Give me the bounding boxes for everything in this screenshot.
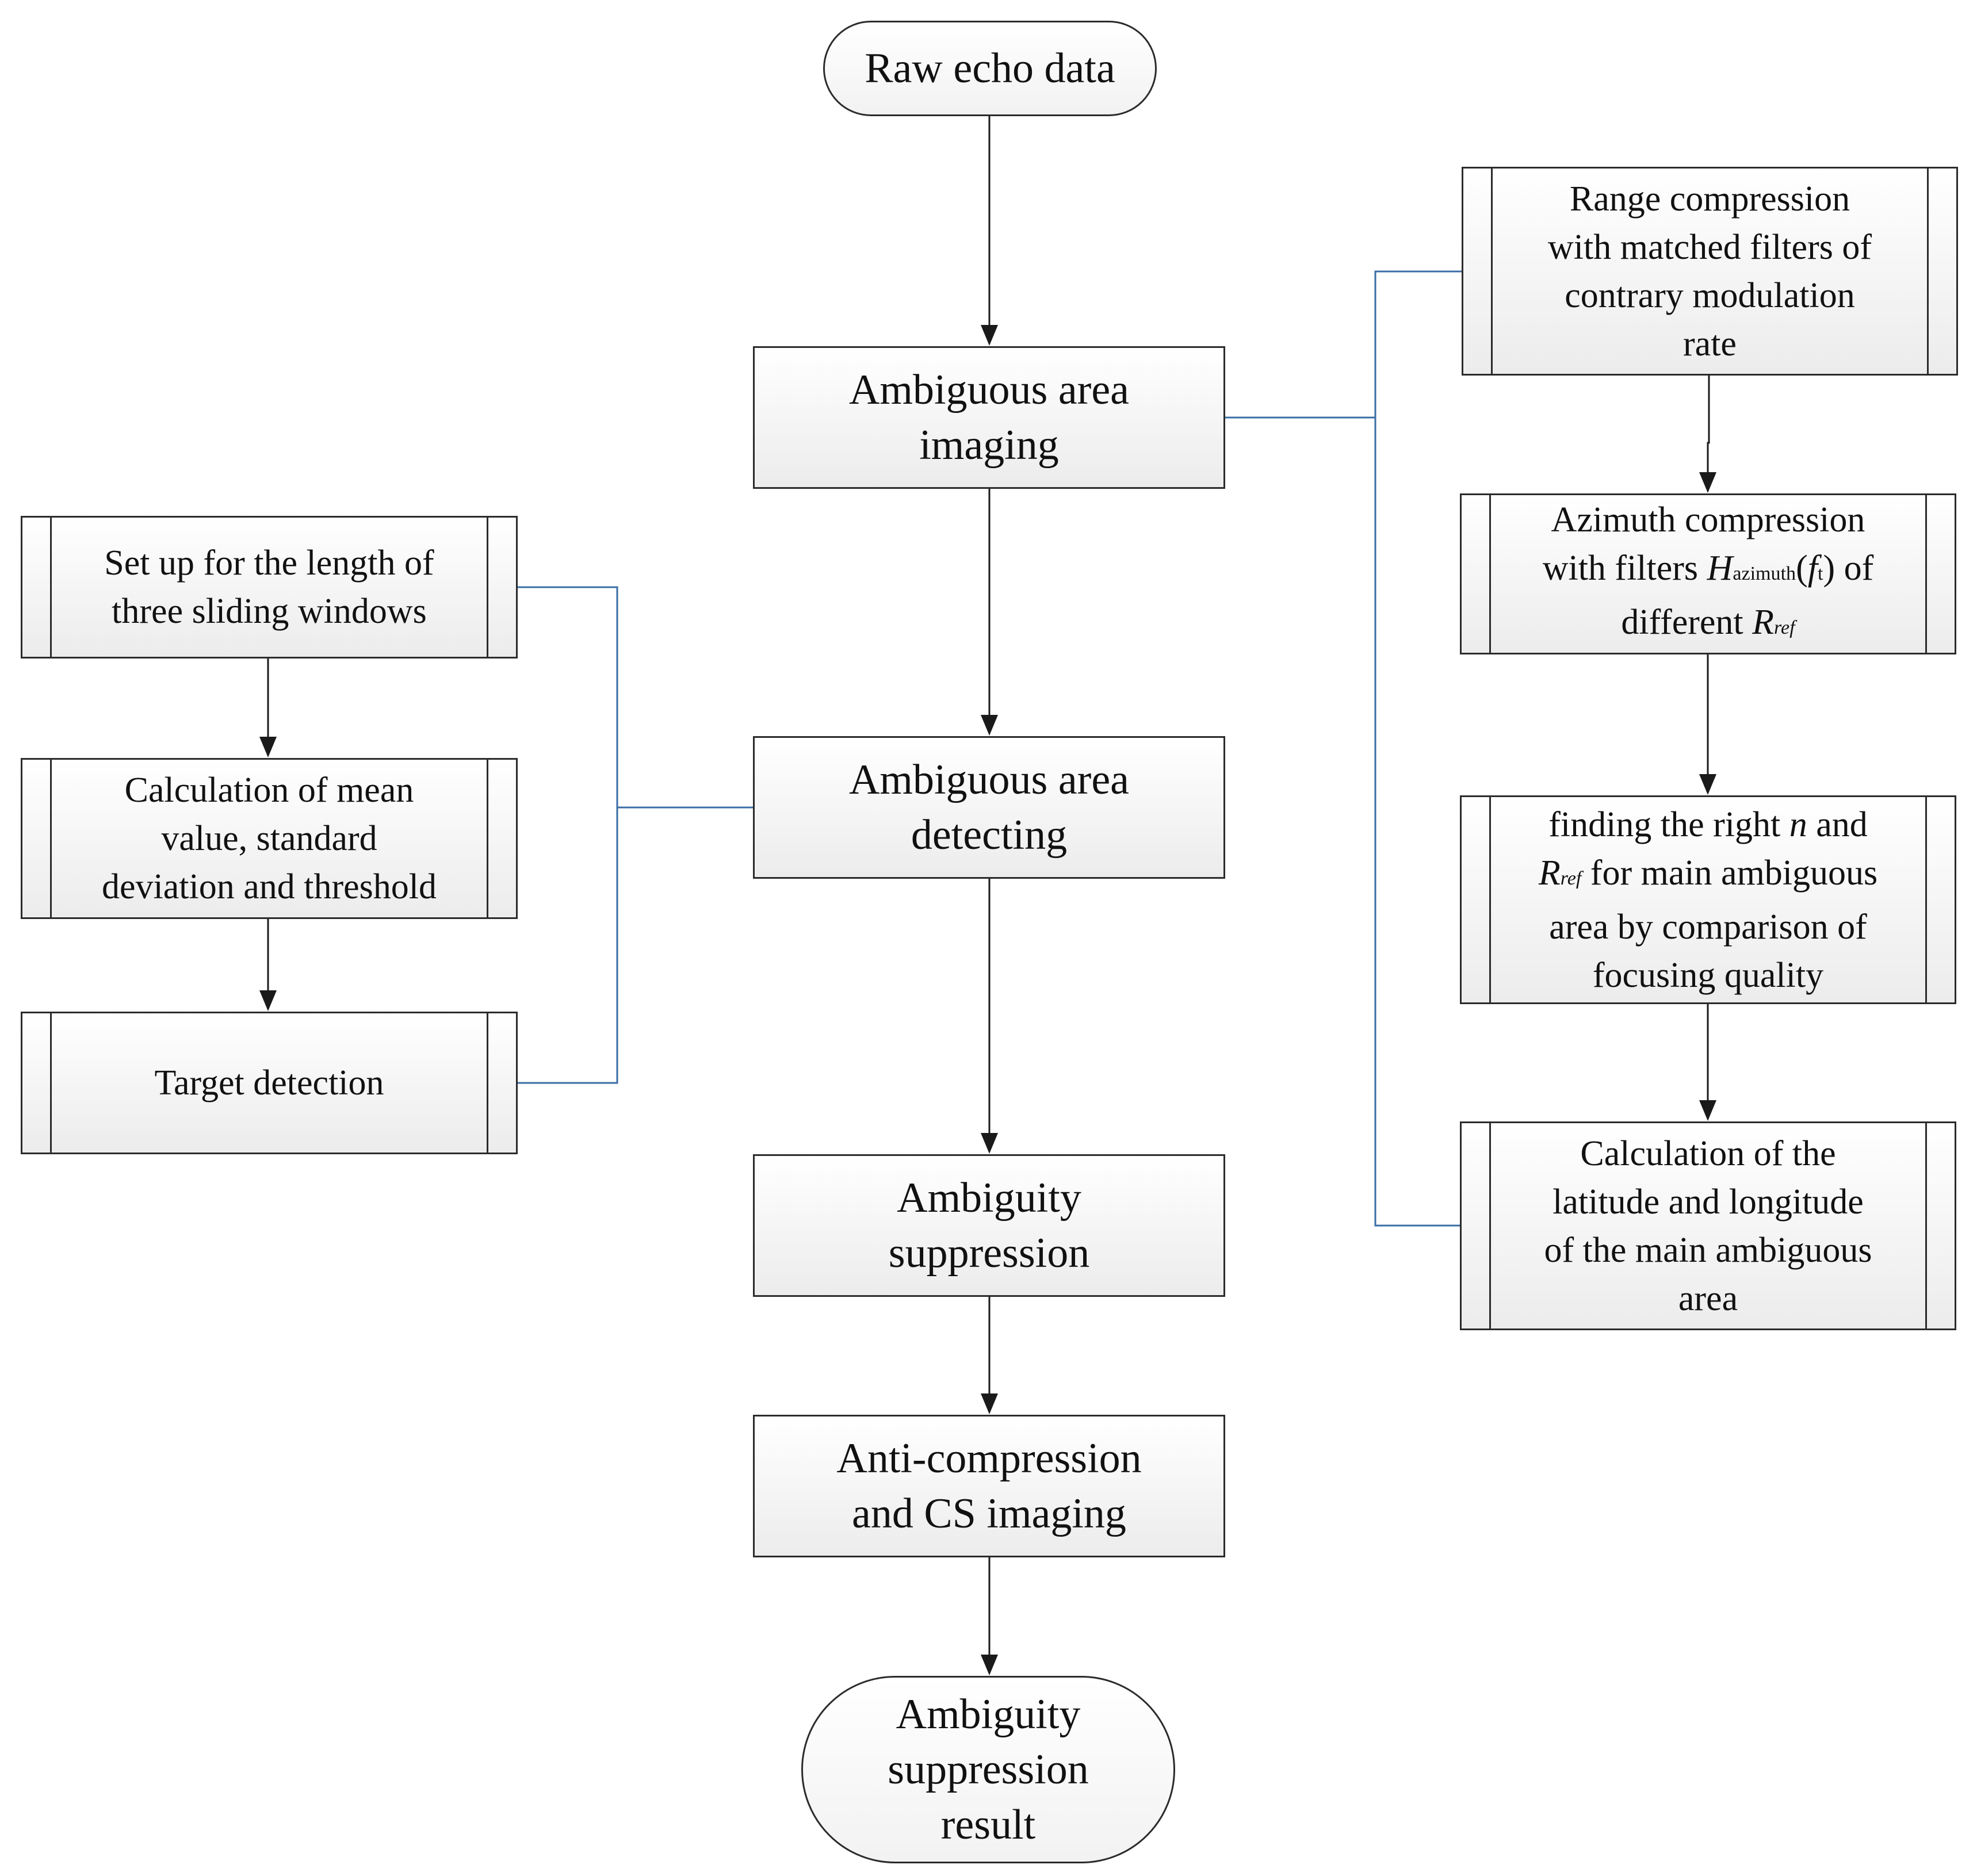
finding-symbol-R: R: [1538, 853, 1561, 893]
calc-label-line-1: Calculation of mean: [124, 771, 414, 810]
azimuth-symbol-f: f: [1807, 549, 1818, 588]
subprocess-azimuth-compression: Azimuth compression with filters Hazimut…: [1460, 493, 1956, 654]
start-terminal-raw-echo-data: Raw echo data: [823, 21, 1157, 116]
target-label: Target detection: [154, 1063, 384, 1102]
connector-right-bracket: [1374, 270, 1462, 1227]
detecting-label-line-2: detecting: [911, 811, 1068, 859]
connector-left-bracket: [518, 586, 618, 1084]
subprocess-latitude-longitude-calculation: Calculation of the latitude and longitud…: [1460, 1121, 1956, 1330]
result-label-line-1: Ambiguity: [896, 1691, 1081, 1738]
finding-label-line-3: area by comparison of: [1549, 907, 1867, 947]
subprocess-target-detection: Target detection: [21, 1012, 518, 1154]
imaging-label-line-1: Ambiguous area: [848, 366, 1130, 414]
azimuth-label-line-2: with filters Hazimuth(ft) of: [1543, 544, 1874, 598]
azimuth-label-line-3: different Rref: [1543, 598, 1874, 652]
result-label-line-3: result: [940, 1801, 1036, 1848]
setup-label-line-2: three sliding windows: [112, 592, 427, 631]
azimuth-line3-prefix: different: [1621, 603, 1753, 642]
azimuth-paren-close: ): [1823, 549, 1835, 588]
subprocess-finding-n-and-rref: finding the right n and Rref for main am…: [1460, 795, 1956, 1004]
latlon-label-line-1: Calculation of the: [1580, 1134, 1836, 1173]
anti-label-line-2: and CS imaging: [852, 1490, 1126, 1537]
subprocess-calculation-mean-std-threshold: Calculation of mean value, standard devi…: [21, 758, 518, 919]
anti-label-line-1: Anti-compression: [836, 1435, 1142, 1482]
finding-label-line-1: finding the right n and: [1539, 801, 1877, 849]
setup-label-line-1: Set up for the length of: [104, 543, 434, 583]
finding-label-line-4: focusing quality: [1592, 955, 1824, 995]
azimuth-paren-open: (: [1796, 549, 1808, 588]
calc-label-line-2: value, standard: [161, 819, 377, 858]
azimuth-symbol-R: R: [1752, 603, 1775, 642]
azimuth-line2-prefix: with filters: [1542, 549, 1707, 588]
process-ambiguous-area-detecting: Ambiguous area detecting: [753, 736, 1225, 879]
range-label-line-2: with matched filters of: [1548, 227, 1872, 267]
suppression-label-line-1: Ambiguity: [897, 1174, 1081, 1222]
detecting-label-line-1: Ambiguous area: [848, 756, 1130, 803]
azimuth-symbol-f-subscript: t: [1818, 563, 1823, 584]
suppression-label-line-2: suppression: [888, 1230, 1090, 1277]
finding-line1-suffix: and: [1807, 805, 1868, 844]
calc-label-line-3: deviation and threshold: [102, 867, 437, 906]
subprocess-setup-sliding-windows: Set up for the length of three sliding w…: [21, 516, 518, 658]
azimuth-symbol-R-subscript: ref: [1774, 617, 1795, 638]
range-label-line-3: contrary modulation: [1565, 275, 1855, 315]
process-ambiguity-suppression: Ambiguity suppression: [753, 1154, 1225, 1297]
subprocess-range-compression: Range compression with matched filters o…: [1462, 167, 1958, 376]
process-ambiguous-area-imaging: Ambiguous area imaging: [753, 346, 1225, 489]
start-label: Raw echo data: [865, 45, 1115, 92]
latlon-label-line-2: latitude and longitude: [1552, 1182, 1864, 1222]
finding-symbol-R-subscript: ref: [1560, 867, 1582, 889]
azimuth-line2-suffix: of: [1835, 549, 1874, 588]
range-label-line-4: rate: [1683, 324, 1737, 363]
azimuth-symbol-H: H: [1707, 549, 1733, 588]
latlon-label-line-3: of the main ambiguous: [1544, 1230, 1872, 1270]
azimuth-symbol-H-subscript: azimuth: [1733, 563, 1796, 584]
finding-line2-suffix: for main ambiguous: [1581, 853, 1878, 893]
finding-line1-prefix: finding the right: [1548, 805, 1789, 844]
range-label-line-1: Range compression: [1569, 179, 1850, 219]
latlon-label-line-4: area: [1678, 1278, 1738, 1318]
end-terminal-ambiguity-suppression-result: Ambiguity suppression result: [801, 1676, 1175, 1863]
result-label-line-2: suppression: [888, 1746, 1089, 1793]
azimuth-label-line-1: Azimuth compression: [1551, 500, 1865, 539]
finding-label-line-2: Rref for main ambiguous: [1539, 849, 1877, 903]
imaging-label-line-2: imaging: [919, 422, 1059, 469]
arrow-range-to-azimuth: [1699, 376, 1716, 493]
process-anti-compression-cs-imaging: Anti-compression and CS imaging: [753, 1415, 1225, 1557]
finding-symbol-n: n: [1789, 805, 1807, 844]
